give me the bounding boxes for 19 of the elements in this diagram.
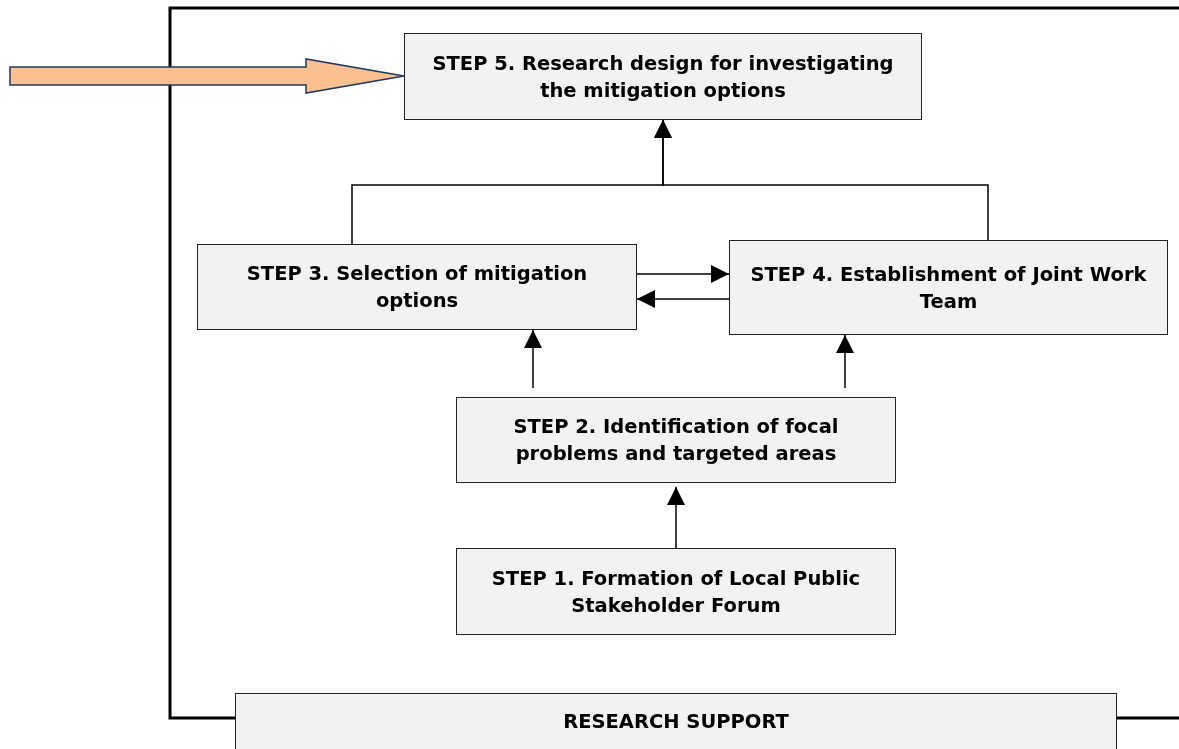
arrow bbox=[636, 265, 730, 283]
support-bar bbox=[235, 693, 1117, 749]
step-label: RESEARCH SUPPORT bbox=[562, 709, 790, 735]
step-label: STEP 5. Research design for investigating the mitigation options bbox=[431, 50, 895, 104]
arrow bbox=[836, 334, 854, 389]
process-box bbox=[197, 244, 637, 330]
arrow bbox=[524, 329, 542, 389]
process-box bbox=[456, 397, 896, 483]
process-box bbox=[729, 240, 1168, 335]
block-arrow bbox=[9, 58, 405, 94]
step-label: STEP 4. Establishment of Joint Work Team bbox=[749, 261, 1148, 315]
process-box bbox=[404, 33, 922, 120]
arrow bbox=[636, 290, 730, 308]
process-box bbox=[456, 548, 896, 635]
step-label: STEP 1. Formation of Local Public Stakeholder Forum bbox=[490, 565, 862, 619]
step-label: STEP 3. Selection of mitigation options bbox=[245, 261, 589, 314]
arrow bbox=[667, 486, 685, 549]
step-label: STEP 2. Identification of focal problems and targeted areas bbox=[512, 414, 840, 467]
arrow bbox=[654, 119, 989, 241]
